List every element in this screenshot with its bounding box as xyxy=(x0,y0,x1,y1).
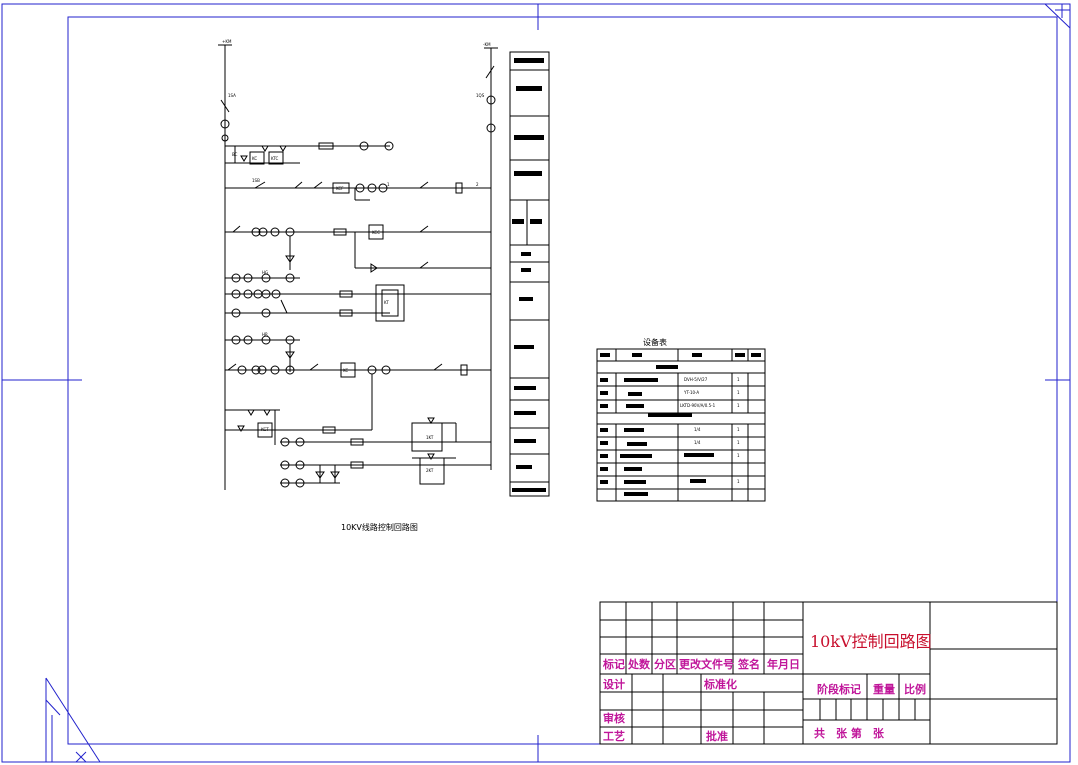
label-sheets: 共 张 第 张 xyxy=(814,726,885,740)
label-scale: 比例 xyxy=(904,682,926,696)
label-weight: 重量 xyxy=(873,682,895,696)
equipment-cell-qty-7: 1 xyxy=(737,479,740,484)
label-stage-mark: 阶段标记 xyxy=(817,682,861,696)
label-ktc: KTC xyxy=(271,156,279,161)
equipment-cell-qty-5: 1 xyxy=(737,440,740,445)
equipment-cell-model-1: DVH-5/V/27 xyxy=(684,377,708,382)
label-approve: 批准 xyxy=(706,729,728,743)
label-hg: HG xyxy=(262,270,268,275)
label-kcc: KCC xyxy=(372,230,380,235)
header-date: 年月日 xyxy=(767,657,800,671)
label-2: 2 xyxy=(476,182,479,187)
label-bus2: -KM xyxy=(483,42,491,47)
equipment-cell-model-5: 1/4 xyxy=(694,440,701,445)
title-block: 10kV控制回路图 标记 处数 分区 更改文件号 签名 年月日 设计 标准化 阶… xyxy=(599,601,1058,745)
control-circuit-schematic xyxy=(218,44,550,497)
label-kcf: KCF xyxy=(336,186,344,191)
equipment-cell-model-4: 1/4 xyxy=(694,427,701,432)
label-review: 审核 xyxy=(603,711,625,725)
equipment-cell-qty-4: 1 xyxy=(737,427,740,432)
label-standardize: 标准化 xyxy=(703,677,737,691)
label-1kt: 1KT xyxy=(426,435,434,440)
label-1sb: 1SB xyxy=(252,178,260,183)
label-design: 设计 xyxy=(603,677,625,691)
header-zone: 分区 xyxy=(654,657,676,671)
label-kc2: KC xyxy=(343,368,348,373)
equipment-cell-model-3: LKTD-90V/A/0.5-1 xyxy=(680,403,716,408)
diagram-caption: 10KV线路控制回路图 xyxy=(341,522,418,532)
drawing-frame xyxy=(1,3,1071,763)
label-bc: BC xyxy=(232,152,238,157)
label-kct: KCT xyxy=(261,427,269,432)
label-hr: HR xyxy=(262,332,268,337)
schematic-labels: +KM -KM 1SA 1QS BC KC KTC KCF 1SB HG HR … xyxy=(222,39,491,473)
equipment-cell-qty-3: 1 xyxy=(737,403,740,408)
label-1: 1 xyxy=(387,182,390,187)
label-2kt: 2KT xyxy=(426,468,434,473)
label-bus1: +KM xyxy=(222,39,232,44)
equipment-cell-qty-6: 1 xyxy=(737,453,740,458)
label-kc: KC xyxy=(252,156,257,161)
label-process: 工艺 xyxy=(603,729,625,743)
header-mark: 标记 xyxy=(602,657,625,671)
equipment-table: 设备表 xyxy=(596,337,766,502)
equipment-table-title: 设备表 xyxy=(643,337,667,347)
equipment-cell-qty-1: 1 xyxy=(737,377,740,382)
header-count: 处数 xyxy=(627,657,651,671)
equipment-cell-qty-2: 1 xyxy=(737,390,740,395)
header-change-doc: 更改文件号 xyxy=(679,657,734,671)
description-column-bars xyxy=(512,58,546,492)
label-sw2: 1QS xyxy=(476,93,485,98)
label-kt: KT xyxy=(384,300,389,305)
drawing-title: 10kV控制回路图 xyxy=(810,632,932,651)
label-sw1: 1SA xyxy=(228,93,236,98)
header-signature: 签名 xyxy=(737,657,760,671)
equipment-cell-model-2: YT-10-A xyxy=(683,390,699,395)
